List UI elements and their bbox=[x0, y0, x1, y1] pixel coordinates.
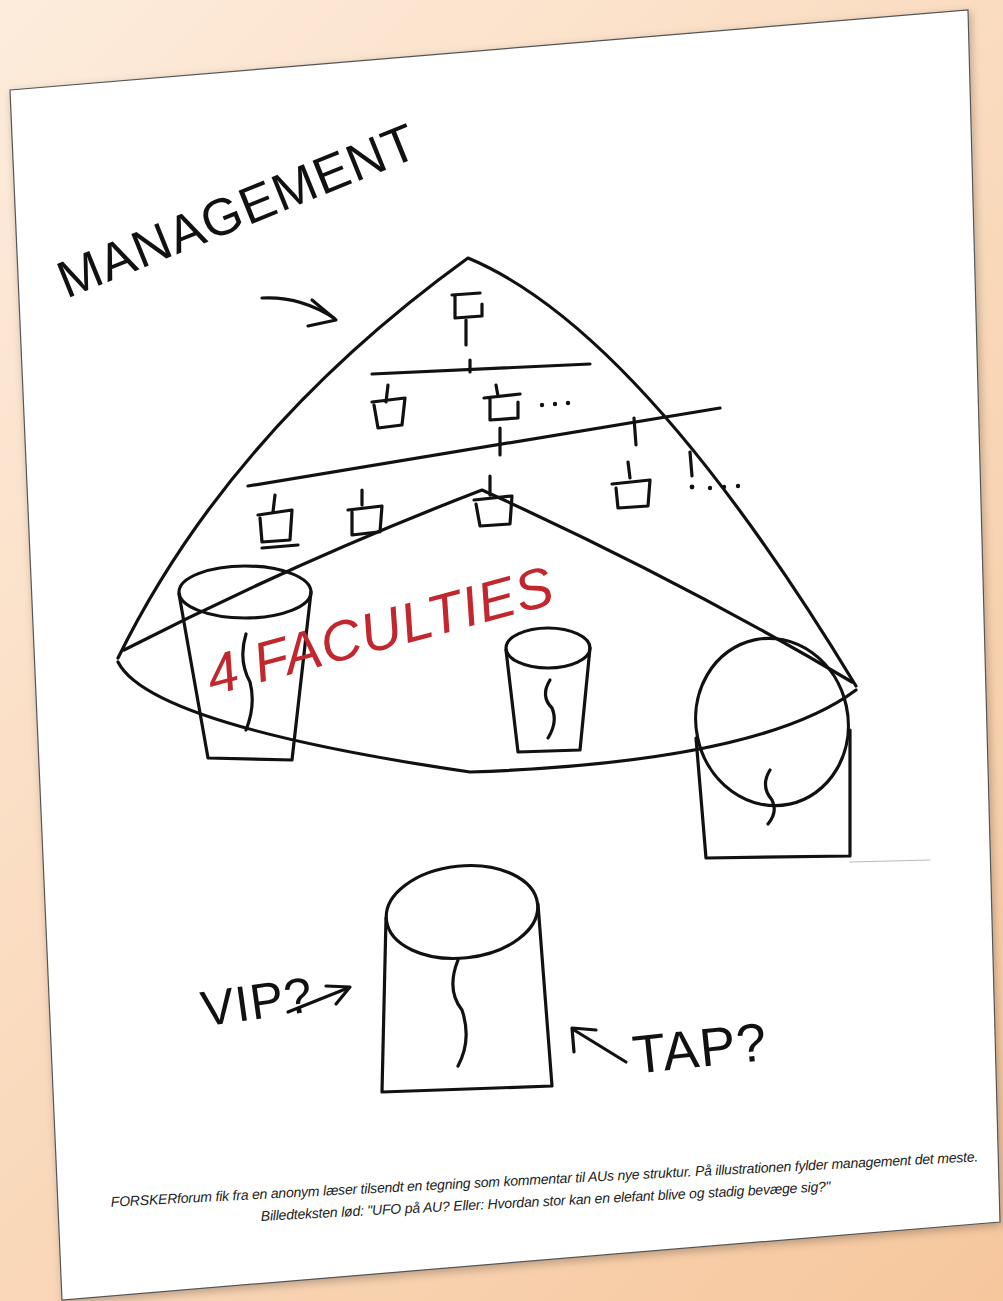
org-link bbox=[500, 418, 636, 455]
role-question: TAP? bbox=[630, 1014, 770, 1082]
org-box bbox=[452, 293, 482, 318]
faculty-cylinder bbox=[680, 624, 864, 858]
arrow-head bbox=[572, 1028, 596, 1052]
org-box bbox=[484, 385, 520, 420]
ellipsis-dots bbox=[540, 401, 740, 490]
org-link bbox=[466, 320, 470, 372]
faculty-cylinder bbox=[506, 628, 590, 752]
org-mark bbox=[690, 452, 692, 476]
org-box bbox=[258, 495, 298, 548]
org-box bbox=[612, 462, 650, 508]
pointer-arrow bbox=[574, 1030, 626, 1062]
org-box bbox=[348, 490, 382, 535]
org-box bbox=[372, 385, 405, 428]
org-box bbox=[474, 476, 512, 526]
stray-line bbox=[850, 860, 930, 862]
tier-line bbox=[372, 364, 590, 374]
faculty-cylinder bbox=[382, 858, 552, 1092]
paper-sheet bbox=[10, 10, 1000, 1300]
arrow-head bbox=[308, 300, 336, 326]
arrow-head bbox=[326, 986, 350, 1004]
tier-line bbox=[248, 408, 720, 486]
